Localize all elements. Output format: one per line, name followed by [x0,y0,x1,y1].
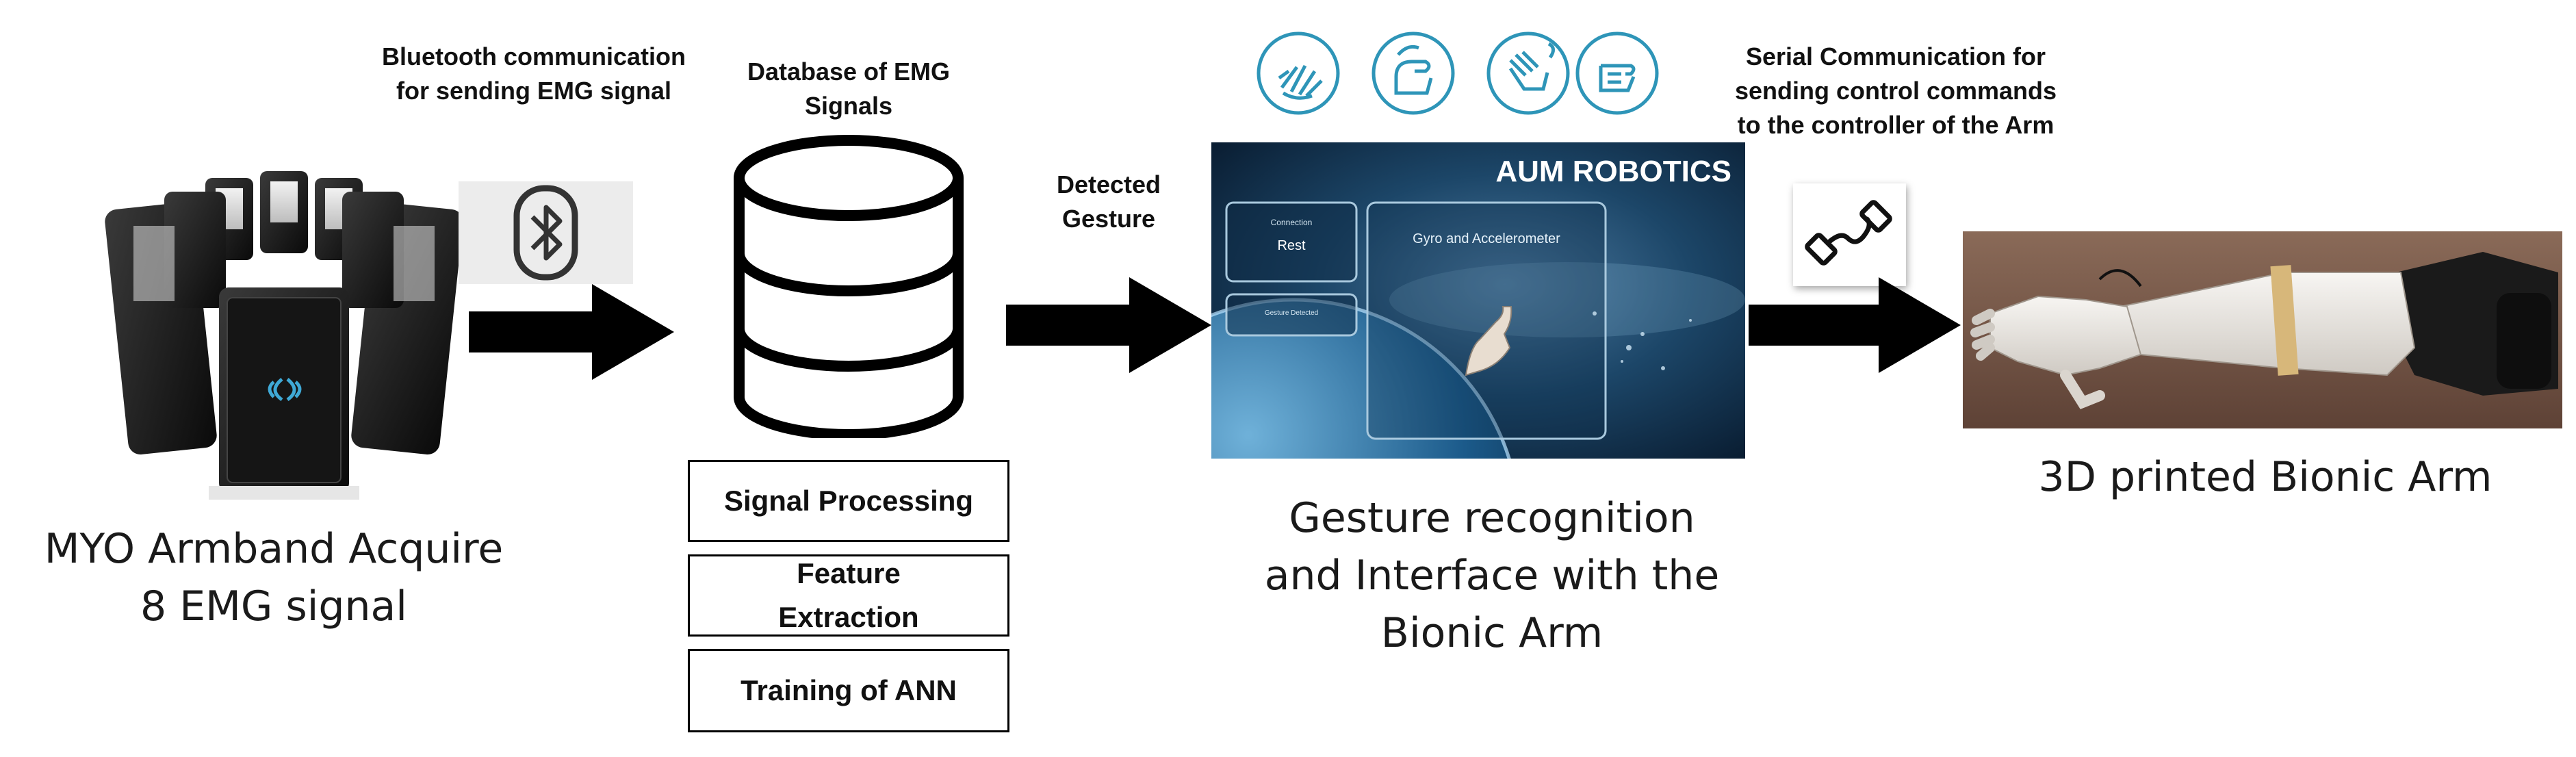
bluetooth-icon-card [459,181,633,284]
gesture-interface-screen: AUM ROBOTICS Connection Rest Gesture Det… [1211,142,1745,459]
gesture-label-line3: Bionic Arm [1380,609,1603,657]
database-caption: Database of EMG Signals [705,55,992,123]
signal-processing-label: Signal Processing [723,485,974,517]
bluetooth-caption-line2: for sending EMG signal [396,77,672,105]
usb-cable-icon [1805,200,1892,266]
serial-caption-line2: sending control commands [1734,77,2057,105]
database-caption-line1: Database of EMG [747,57,951,86]
bluetooth-icon [513,185,578,281]
serial-caption: Serial Communication for sending control… [1677,40,2115,142]
interface-connection-value: Rest [1277,238,1306,253]
gesture-label-line2: and Interface with the [1264,552,1720,600]
gesture-icons-row [1256,27,1660,120]
serial-cable-icon-card [1793,183,1906,286]
bluetooth-caption-line1: Bluetooth communication [382,42,686,70]
myo-label-line1: MYO Armband Acquire [44,525,504,573]
spread-fingers-icon [1257,31,1340,115]
detected-caption-line2: Gesture [1061,205,1156,233]
database-icon [705,130,992,438]
myo-armband-label: MYO Armband Acquire 8 EMG signal [21,520,527,635]
fist-icon [1575,31,1659,115]
arrow-interface-to-arm [1749,277,1961,373]
wave-in-icon [1371,31,1455,115]
feature-extraction-box: Feature Extraction [688,554,1009,637]
myo-label-line2: 8 EMG signal [140,582,407,630]
interface-brand-title: AUM ROBOTICS [1495,155,1731,188]
myo-armband-image [103,164,459,506]
arrow-myo-to-database [469,284,674,380]
training-ann-box: Training of ANN [688,649,1009,732]
serial-caption-line3: to the controller of the Arm [1737,111,2055,139]
feature-extraction-line2: Extraction [778,601,919,633]
bluetooth-caption: Bluetooth communication for sending EMG … [342,40,725,108]
interface-gesture-detected: Gesture Detected [1264,309,1319,317]
training-ann-label: Training of ANN [740,674,957,706]
detected-gesture-caption: Detected Gesture [1013,168,1205,236]
signal-processing-box: Signal Processing [688,460,1009,542]
detected-caption-line1: Detected [1056,170,1161,198]
feature-extraction-line1: Feature [797,557,901,589]
interface-connection-title: Connection [1270,218,1313,227]
gesture-recognition-label: Gesture recognition and Interface with t… [1211,489,1773,662]
serial-caption-line1: Serial Communication for [1745,42,2046,70]
bionic-arm-label: 3D printed Bionic Arm [2038,453,2493,501]
arrow-database-to-interface [1006,277,1211,373]
database-caption-line2: Signals [804,92,893,120]
interface-gyro-title: Gyro and Accelerometer [1413,231,1560,246]
gesture-label-line1: Gesture recognition [1289,494,1695,542]
wave-out-icon [1486,31,1570,115]
bionic-arm-image [1963,231,2562,428]
